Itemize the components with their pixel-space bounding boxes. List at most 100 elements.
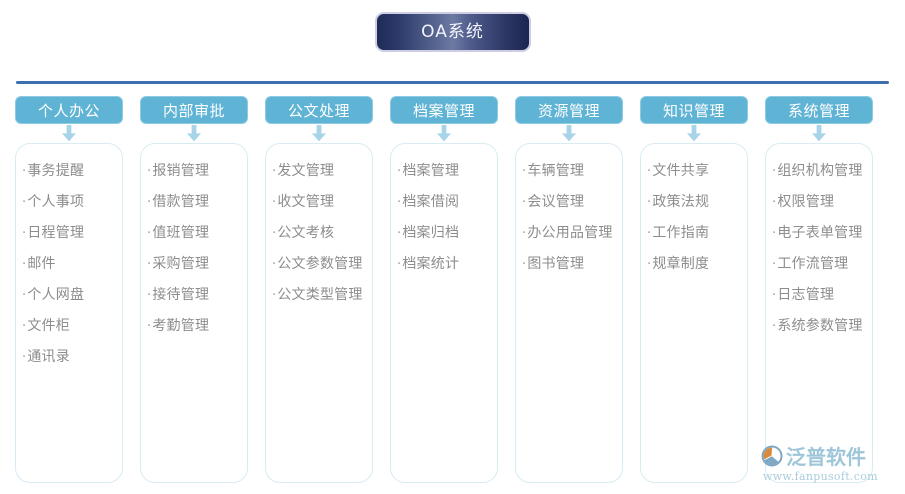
- list-item[interactable]: ·邮件: [22, 249, 118, 280]
- list-item[interactable]: ·报销管理: [147, 156, 243, 187]
- down-arrow-icon: [265, 124, 373, 143]
- list-item[interactable]: ·规章制度: [647, 249, 743, 280]
- column-header-4[interactable]: 档案管理: [390, 96, 498, 124]
- list-item[interactable]: ·系统参数管理: [772, 311, 868, 342]
- list-item[interactable]: ·借款管理: [147, 187, 243, 218]
- list-item-label: 事务提醒: [27, 163, 85, 179]
- column-header-2[interactable]: 内部审批: [140, 96, 248, 124]
- list-item[interactable]: ·日程管理: [22, 218, 118, 249]
- module-columns: 个人办公·事务提醒·个人事项·日程管理·邮件·个人网盘·文件柜·通讯录内部审批·…: [15, 96, 890, 483]
- module-column: 知识管理·文件共享·政策法规·工作指南·规章制度: [640, 96, 748, 483]
- module-column: 个人办公·事务提醒·个人事项·日程管理·邮件·个人网盘·文件柜·通讯录: [15, 96, 123, 483]
- column-header-6[interactable]: 知识管理: [640, 96, 748, 124]
- list-item[interactable]: ·日志管理: [772, 280, 868, 311]
- list-item[interactable]: ·工作流管理: [772, 249, 868, 280]
- list-item[interactable]: ·采购管理: [147, 249, 243, 280]
- list-item[interactable]: ·档案借阅: [397, 187, 493, 218]
- list-item[interactable]: ·公文类型管理: [272, 280, 368, 311]
- bullet-icon: ·: [147, 319, 152, 334]
- list-item-label: 权限管理: [777, 194, 835, 210]
- list-item-label: 档案管理: [402, 163, 460, 179]
- bullet-icon: ·: [522, 164, 527, 179]
- list-item[interactable]: ·考勤管理: [147, 311, 243, 342]
- bullet-icon: ·: [272, 288, 277, 303]
- bullet-icon: ·: [22, 164, 27, 179]
- bullet-icon: ·: [522, 195, 527, 210]
- list-item-label: 车辆管理: [527, 163, 585, 179]
- column-header-7[interactable]: 系统管理: [765, 96, 873, 124]
- list-item[interactable]: ·政策法规: [647, 187, 743, 218]
- list-item-label: 文件共享: [652, 163, 710, 179]
- list-item[interactable]: ·个人事项: [22, 187, 118, 218]
- bullet-icon: ·: [397, 226, 402, 241]
- list-item[interactable]: ·公文参数管理: [272, 249, 368, 280]
- list-item-label: 工作流管理: [777, 256, 849, 272]
- list-item[interactable]: ·文件共享: [647, 156, 743, 187]
- list-item[interactable]: ·收文管理: [272, 187, 368, 218]
- bullet-icon: ·: [647, 226, 652, 241]
- column-header-3[interactable]: 公文处理: [265, 96, 373, 124]
- list-item[interactable]: ·图书管理: [522, 249, 618, 280]
- list-item[interactable]: ·接待管理: [147, 280, 243, 311]
- bullet-icon: ·: [22, 319, 27, 334]
- list-item[interactable]: ·办公用品管理: [522, 218, 618, 249]
- list-item-label: 工作指南: [652, 225, 710, 241]
- list-item-label: 接待管理: [152, 287, 210, 303]
- module-column: 资源管理·车辆管理·会议管理·办公用品管理·图书管理: [515, 96, 623, 483]
- bullet-icon: ·: [772, 226, 777, 241]
- list-item[interactable]: ·会议管理: [522, 187, 618, 218]
- bullet-icon: ·: [522, 257, 527, 272]
- list-item[interactable]: ·组织机构管理: [772, 156, 868, 187]
- column-items-box: ·报销管理·借款管理·值班管理·采购管理·接待管理·考勤管理: [140, 143, 248, 483]
- bullet-icon: ·: [147, 226, 152, 241]
- list-item-label: 值班管理: [152, 225, 210, 241]
- list-item-label: 电子表单管理: [777, 225, 863, 241]
- list-item[interactable]: ·公文考核: [272, 218, 368, 249]
- column-header-1[interactable]: 个人办公: [15, 96, 123, 124]
- list-item-label: 系统参数管理: [777, 318, 863, 334]
- list-item-label: 规章制度: [652, 256, 710, 272]
- list-item[interactable]: ·个人网盘: [22, 280, 118, 311]
- bullet-icon: ·: [22, 288, 27, 303]
- list-item[interactable]: ·值班管理: [147, 218, 243, 249]
- header-divider: [16, 81, 889, 84]
- bullet-icon: ·: [147, 164, 152, 179]
- list-item-label: 通讯录: [27, 349, 70, 365]
- list-item[interactable]: ·档案统计: [397, 249, 493, 280]
- list-item[interactable]: ·发文管理: [272, 156, 368, 187]
- brand-logo: 泛普软件 www.fanpusoft.com: [761, 440, 889, 484]
- list-item-label: 档案归档: [402, 225, 460, 241]
- bullet-icon: ·: [272, 164, 277, 179]
- list-item[interactable]: ·档案归档: [397, 218, 493, 249]
- list-item[interactable]: ·权限管理: [772, 187, 868, 218]
- list-item-label: 档案借阅: [402, 194, 460, 210]
- list-item[interactable]: ·工作指南: [647, 218, 743, 249]
- bullet-icon: ·: [647, 164, 652, 179]
- list-item-label: 发文管理: [277, 163, 335, 179]
- bullet-icon: ·: [772, 319, 777, 334]
- list-item-label: 报销管理: [152, 163, 210, 179]
- list-item-label: 采购管理: [152, 256, 210, 272]
- column-items-box: ·组织机构管理·权限管理·电子表单管理·工作流管理·日志管理·系统参数管理: [765, 143, 873, 483]
- list-item[interactable]: ·电子表单管理: [772, 218, 868, 249]
- down-arrow-icon: [390, 124, 498, 143]
- column-header-5[interactable]: 资源管理: [515, 96, 623, 124]
- bullet-icon: ·: [647, 195, 652, 210]
- list-item-label: 考勤管理: [152, 318, 210, 334]
- bullet-icon: ·: [772, 164, 777, 179]
- list-item-label: 会议管理: [527, 194, 585, 210]
- bullet-icon: ·: [22, 195, 27, 210]
- bullet-icon: ·: [772, 288, 777, 303]
- list-item[interactable]: ·档案管理: [397, 156, 493, 187]
- list-item[interactable]: ·车辆管理: [522, 156, 618, 187]
- list-item[interactable]: ·文件柜: [22, 311, 118, 342]
- list-item-label: 政策法规: [652, 194, 710, 210]
- bullet-icon: ·: [272, 195, 277, 210]
- bullet-icon: ·: [147, 257, 152, 272]
- down-arrow-icon: [140, 124, 248, 143]
- bullet-icon: ·: [397, 257, 402, 272]
- list-item-label: 组织机构管理: [777, 163, 863, 179]
- list-item[interactable]: ·事务提醒: [22, 156, 118, 187]
- list-item[interactable]: ·通讯录: [22, 342, 118, 373]
- logo-company-name: 泛普软件: [786, 445, 866, 469]
